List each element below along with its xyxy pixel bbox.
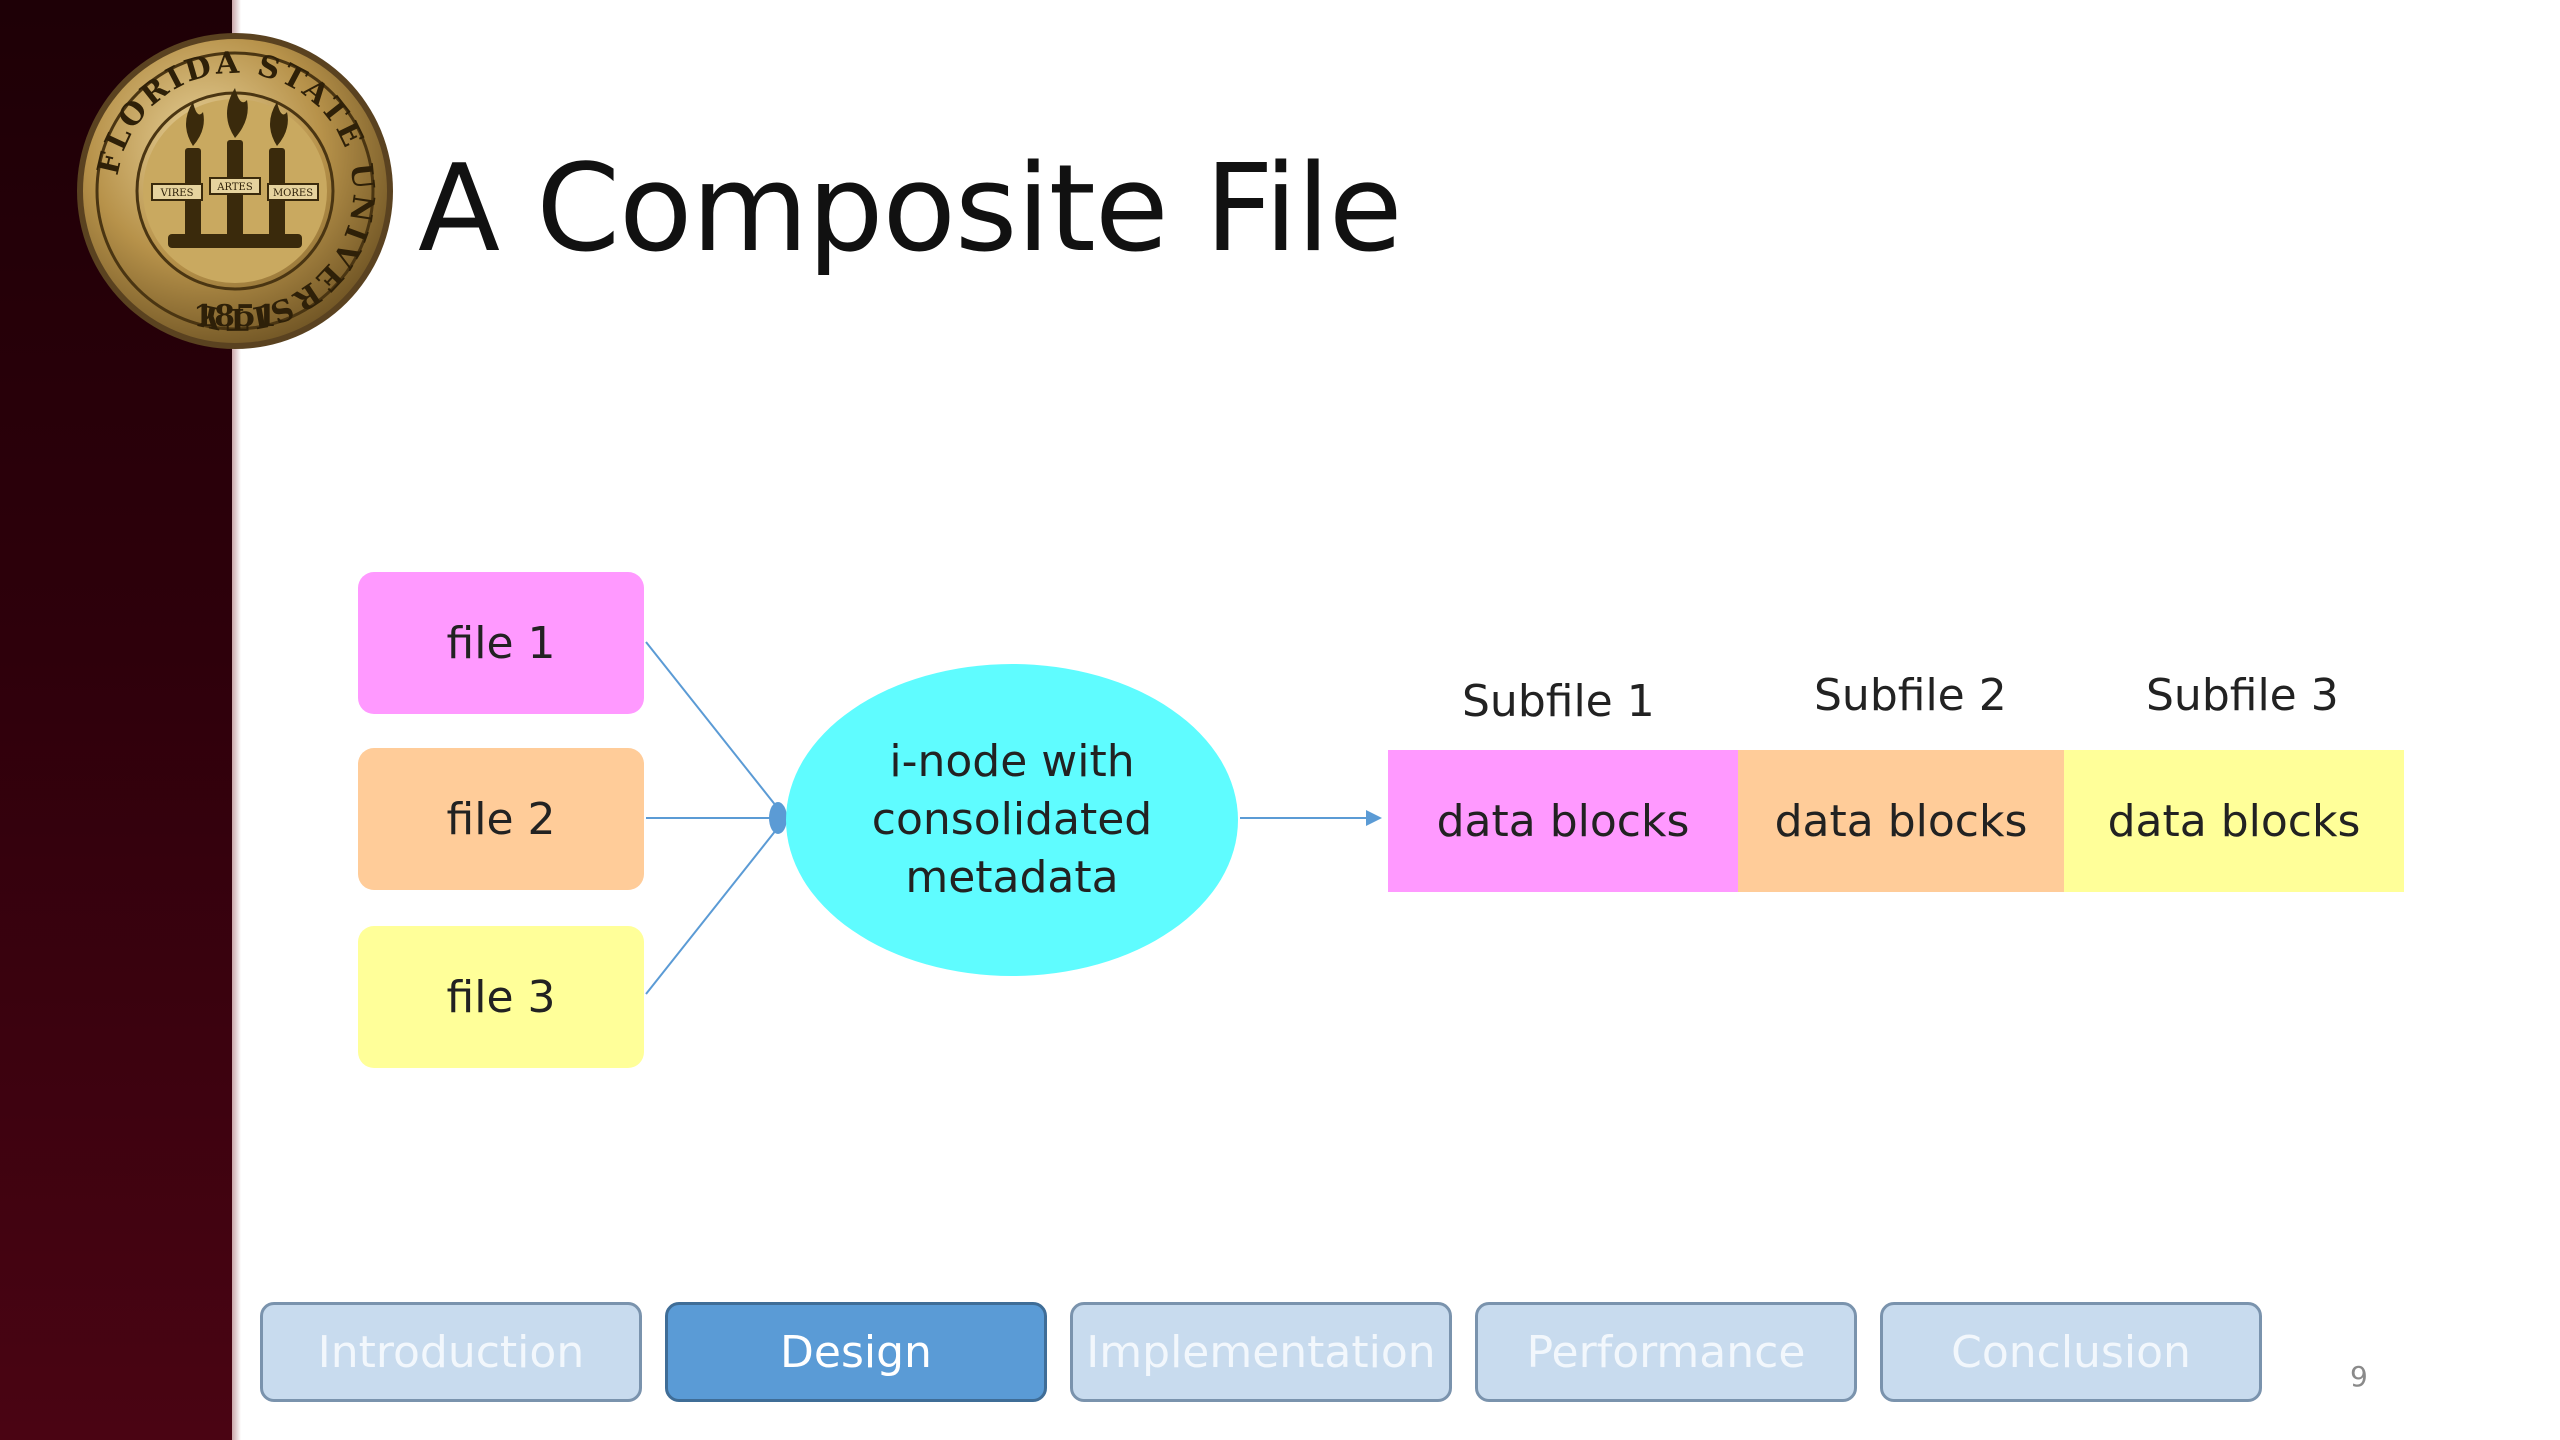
file-label: file 1 (446, 617, 556, 669)
nav-tab-implementation[interactable]: Implementation (1070, 1302, 1452, 1402)
file-label: file 2 (446, 793, 556, 845)
nav-tab-design[interactable]: Design (665, 1302, 1047, 1402)
nav-tab-label: Design (780, 1326, 932, 1378)
seal-motto-vires: VIRES (160, 188, 194, 199)
arrowhead-icon (1366, 810, 1382, 826)
subfile-label-1: Subfile 1 (1462, 676, 1655, 727)
merge-arrowhead (769, 802, 787, 834)
connector-file3-inode (645, 819, 785, 995)
nav-tab-label: Conclusion (1951, 1326, 2191, 1378)
seal-motto-mores: MORES (273, 188, 313, 199)
seal-year: 1851 (193, 299, 277, 334)
inode-text-line: consolidated (871, 794, 1153, 845)
subfile-label-2: Subfile 2 (1814, 670, 2007, 721)
slide-title: A Composite File (418, 140, 1403, 279)
file-box-2: file 2 (358, 748, 644, 890)
university-seal-logo: FLORIDA STATE UNIVERSITY VIRES ARTES MOR… (77, 33, 393, 349)
data-block-label: data blocks (1774, 795, 2028, 847)
file-box-3: file 3 (358, 926, 644, 1068)
file-box-1: file 1 (358, 572, 644, 714)
inode-text-line: i-node with (889, 736, 1135, 787)
nav-tab-introduction[interactable]: Introduction (260, 1302, 642, 1402)
nav-tab-label: Performance (1526, 1326, 1806, 1378)
sidebar-edge (232, 0, 241, 1440)
nav-tab-label: Implementation (1086, 1326, 1436, 1378)
file-label: file 3 (446, 971, 556, 1023)
data-block-2: data blocks (1738, 750, 2064, 892)
connector-file1-inode (645, 641, 785, 817)
inode-text-line: metadata (905, 852, 1119, 903)
subfile-label-3: Subfile 3 (2146, 670, 2339, 721)
data-block-label: data blocks (2107, 795, 2361, 847)
data-block-1: data blocks (1388, 750, 1738, 892)
nav-tab-conclusion[interactable]: Conclusion (1880, 1302, 2262, 1402)
nav-tab-label: Introduction (317, 1326, 585, 1378)
inode-ellipse: i-node with consolidated metadata (786, 664, 1238, 976)
data-block-label: data blocks (1436, 795, 1690, 847)
seal-motto-artes: ARTES (216, 182, 253, 193)
data-block-3: data blocks (2064, 750, 2404, 892)
page-number: 9 (2350, 1360, 2368, 1393)
nav-tab-performance[interactable]: Performance (1475, 1302, 1857, 1402)
